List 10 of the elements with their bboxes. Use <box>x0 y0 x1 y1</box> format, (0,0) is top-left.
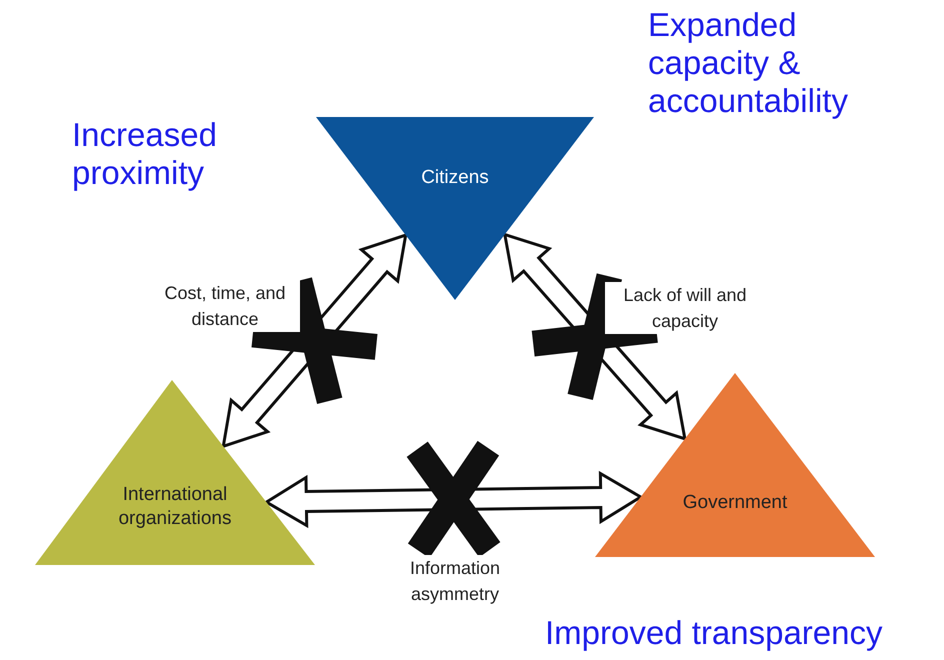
triangle-node <box>316 117 594 300</box>
annotation-text: Expanded capacity & accountability <box>648 6 849 120</box>
triangle-node <box>595 373 875 557</box>
annotation-text: Increased proximity <box>72 116 218 192</box>
node-label: Citizens <box>420 166 490 190</box>
node-label: International organizations <box>117 483 233 531</box>
annotation-text: Improved transparency <box>545 614 884 652</box>
triangle-node <box>35 380 315 565</box>
node-label: Government <box>682 491 788 515</box>
double-arrow <box>263 470 644 528</box>
